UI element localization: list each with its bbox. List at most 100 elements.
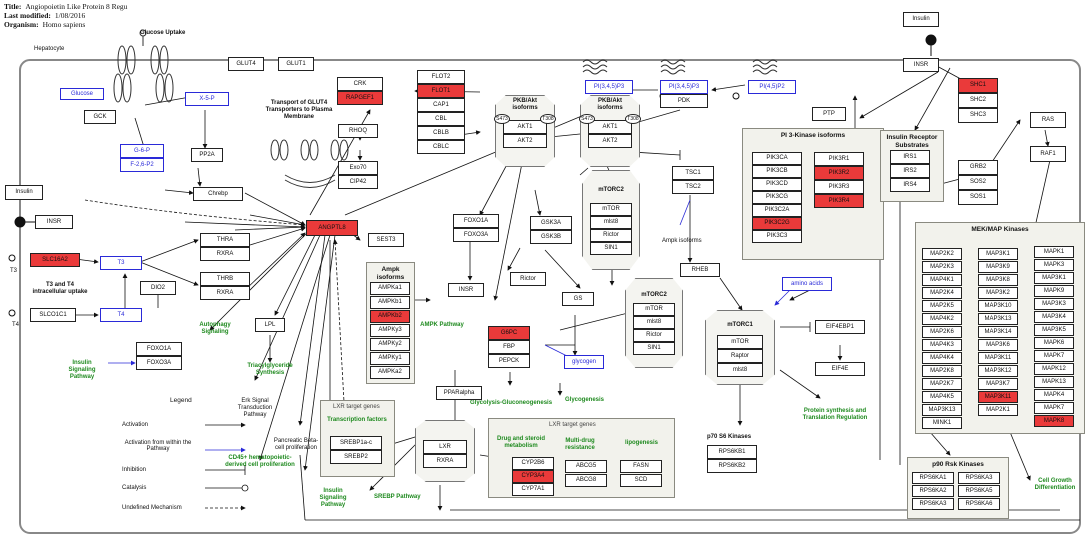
glucose[interactable]: Glucose	[60, 88, 104, 100]
t308-b[interactable]: T308	[625, 114, 641, 124]
mapk-item[interactable]: MAPK4	[1034, 389, 1074, 401]
glycogenesis-label[interactable]: Glycogenesis	[565, 397, 605, 403]
pparalpha[interactable]: PPARalpha	[436, 386, 482, 400]
mapk-item[interactable]: MAP3K1	[978, 248, 1018, 260]
foxo1a[interactable]: FOXO1A	[453, 214, 499, 228]
rsk-item[interactable]: RPS6KA6	[958, 498, 1000, 510]
rsk-item[interactable]: RPS6KA1	[912, 472, 954, 484]
cblb[interactable]: CBLB	[417, 126, 465, 140]
mtorc2-mid-sin1[interactable]: SIN1	[633, 342, 675, 355]
mapk-item[interactable]: MAPK9	[1034, 285, 1074, 297]
mapk-item[interactable]: MAP3K13	[978, 313, 1018, 325]
mapk-item[interactable]: MAPK7	[1034, 402, 1074, 414]
glycolysis-label[interactable]: Glycolysis-Gluconeogenesis	[470, 400, 553, 406]
ampk-a1[interactable]: AMPKa1	[370, 282, 410, 295]
insr-mid[interactable]: INSR	[448, 283, 484, 297]
shc1[interactable]: SHC1	[958, 78, 998, 93]
pdk[interactable]: PDK	[660, 94, 708, 108]
rps6kb1[interactable]: RPS6KB1	[707, 445, 757, 459]
cd45-label[interactable]: CD45+ hematopoietic-derived cell prolife…	[225, 455, 295, 468]
irs1[interactable]: IRS1	[890, 150, 930, 164]
mtorc2-top-mlst8[interactable]: mlst8	[590, 216, 632, 229]
mapk-item[interactable]: MAPK6	[1034, 337, 1074, 349]
glut1[interactable]: GLUT1	[278, 57, 314, 71]
irs4[interactable]: IRS4	[890, 178, 930, 192]
pepck[interactable]: PEPCK	[488, 354, 530, 368]
mapk-item[interactable]: MAP2K2	[922, 248, 962, 260]
s473-a[interactable]: S473	[494, 114, 510, 124]
mapk-item[interactable]: MAP3K10	[978, 300, 1018, 312]
foxo3a[interactable]: FOXO3A	[453, 228, 499, 242]
cip42[interactable]: CIP42	[338, 175, 378, 189]
scd[interactable]: SCD	[620, 474, 662, 487]
mapk-item[interactable]: MAP3K13	[922, 404, 962, 416]
pik3c2a[interactable]: PIK3C2A	[752, 204, 802, 217]
tsc2[interactable]: TSC2	[672, 180, 714, 194]
ampk-a2[interactable]: AMPKa2	[370, 366, 410, 379]
ras[interactable]: RAS	[1030, 112, 1066, 128]
exo70[interactable]: Exo70	[338, 161, 378, 175]
mapk-item[interactable]: MAP3K1	[1034, 272, 1074, 284]
mapk-item[interactable]: MAP3K6	[978, 339, 1018, 351]
mapk-item[interactable]: MAPK8	[1034, 415, 1074, 427]
rps6kb2[interactable]: RPS6KB2	[707, 459, 757, 473]
tsc1[interactable]: TSC1	[672, 166, 714, 180]
mapk-item[interactable]: MAP3K2	[978, 287, 1018, 299]
mapk-item[interactable]: MAP4K1	[922, 274, 962, 286]
t3[interactable]: T3	[100, 256, 142, 270]
thrb[interactable]: THRB	[200, 272, 250, 286]
insr-top[interactable]: INSR	[903, 58, 939, 72]
insulin-signaling-label-1[interactable]: Insulin Signaling Pathway	[68, 360, 96, 380]
lpl[interactable]: LPL	[255, 318, 285, 332]
cyp7a1[interactable]: CYP7A1	[512, 483, 554, 496]
pik3r2[interactable]: PIK3R2	[814, 166, 864, 180]
foxo1a-left[interactable]: FOXO1A	[136, 342, 182, 356]
mtorc2-mid-rictor[interactable]: Rictor	[633, 329, 675, 342]
mapk-item[interactable]: MAP3K11	[978, 352, 1018, 364]
mtorc2-mid-mlst8[interactable]: mlst8	[633, 316, 675, 329]
cblc[interactable]: CBLC	[417, 140, 465, 154]
mtorc2-mid-mtor[interactable]: mTOR	[633, 303, 675, 316]
cbl[interactable]: CBL	[417, 112, 465, 126]
rictor-free[interactable]: Rictor	[510, 272, 546, 286]
mtorc1-raptor[interactable]: Raptor	[717, 349, 763, 363]
srebp-pathway-label[interactable]: SREBP Pathway	[374, 494, 421, 500]
mapk-item[interactable]: MAP3K3	[1034, 298, 1074, 310]
sest3[interactable]: SEST3	[368, 233, 404, 247]
flot2[interactable]: FLOT2	[417, 70, 465, 84]
glycogen[interactable]: glycogen	[564, 355, 604, 369]
mapk-item[interactable]: MAP3K8	[978, 274, 1018, 286]
rxra-3[interactable]: RXRA	[423, 454, 467, 468]
rapgef1[interactable]: RAPGEF1	[337, 91, 383, 105]
f26p2[interactable]: F-2,6-P2	[120, 158, 164, 172]
ampk-pathway-label[interactable]: AMPK Pathway	[420, 322, 464, 328]
abcg5[interactable]: ABCG5	[565, 460, 607, 473]
gs[interactable]: GS	[562, 292, 594, 306]
shc3[interactable]: SHC3	[958, 108, 998, 123]
insulin-signaling-label-2[interactable]: Insulin Signaling Pathway	[319, 488, 347, 508]
mapk-item[interactable]: MAP4K2	[922, 313, 962, 325]
foxo3a-left[interactable]: FOXO3A	[136, 356, 182, 370]
rsk-item[interactable]: RPS6KA2	[912, 485, 954, 497]
flot1[interactable]: FLOT1	[417, 84, 465, 98]
ampk-y2[interactable]: AMPKy2	[370, 338, 410, 351]
mapk-item[interactable]: MAP3K7	[978, 378, 1018, 390]
pik3cd[interactable]: PIK3CD	[752, 178, 802, 191]
mapk-item[interactable]: MAP2K5	[922, 300, 962, 312]
pik3c3[interactable]: PIK3C3	[752, 230, 802, 243]
amino-acids[interactable]: amino acids	[782, 277, 832, 291]
pik3r4[interactable]: PIK3R4	[814, 194, 864, 208]
x5p[interactable]: X-5-P	[185, 92, 229, 106]
ptp[interactable]: PTP	[812, 107, 846, 121]
rsk-item[interactable]: RPS6KA5	[958, 485, 1000, 497]
cell-growth-label[interactable]: Cell Growth Differentiation	[1034, 478, 1076, 491]
t4[interactable]: T4	[100, 308, 142, 322]
akt2-b[interactable]: AKT2	[588, 134, 632, 148]
mapk-item[interactable]: MAP3K12	[978, 365, 1018, 377]
rxra-1[interactable]: RXRA	[200, 247, 250, 261]
triacylglyceride-label[interactable]: Triacylglyceride Synthesis	[247, 363, 293, 376]
mapk-item[interactable]: MAP3K5	[1034, 324, 1074, 336]
g6pc[interactable]: G6PC	[488, 326, 530, 340]
pik3ca[interactable]: PIK3CA	[752, 152, 802, 165]
pip3-a[interactable]: PI(3,4,5)P3	[585, 80, 633, 94]
